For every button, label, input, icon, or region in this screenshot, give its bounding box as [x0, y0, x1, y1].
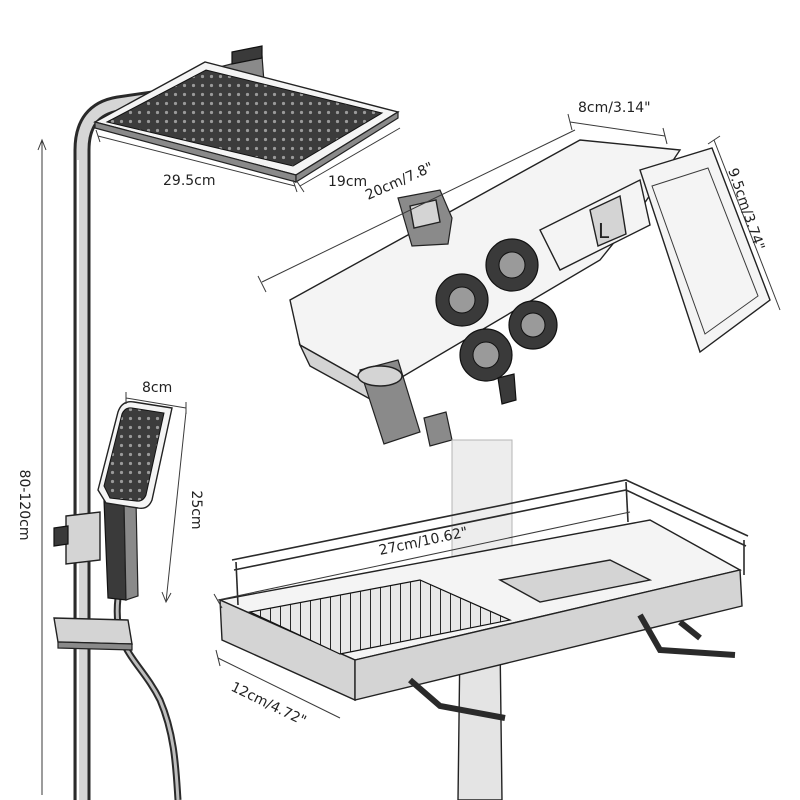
handheld-length-label: 25cm — [188, 490, 204, 529]
thermostatic-mixer: L — [289, 139, 771, 447]
height-label: 80-120cm — [16, 470, 32, 541]
handheld-length-dimension: 25cm — [161, 411, 204, 604]
display-glyph: L — [598, 219, 610, 243]
shelf — [217, 439, 749, 800]
head-depth-label: 19cm — [328, 174, 367, 190]
shelf-depth-label: 12cm/4.72" — [228, 679, 308, 729]
towel-hooks — [408, 613, 736, 721]
riser-clamp — [53, 617, 133, 651]
handheld-width-label: 8cm — [142, 380, 172, 396]
head-width-dimension: 29.5cm — [95, 129, 298, 193]
control-knobs — [435, 238, 558, 382]
handheld-width-dimension: 8cm — [125, 380, 187, 414]
height-dimension: 80-120cm — [16, 138, 47, 795]
head-width-label: 29.5cm — [163, 173, 216, 189]
slide-holder — [53, 511, 101, 565]
head-depth-dimension: 19cm — [295, 127, 401, 193]
mixer-top-label: 8cm/3.14" — [578, 100, 651, 116]
mixer-top-dimension: 8cm/3.14" — [567, 100, 668, 145]
rain-shower-head — [93, 61, 400, 184]
